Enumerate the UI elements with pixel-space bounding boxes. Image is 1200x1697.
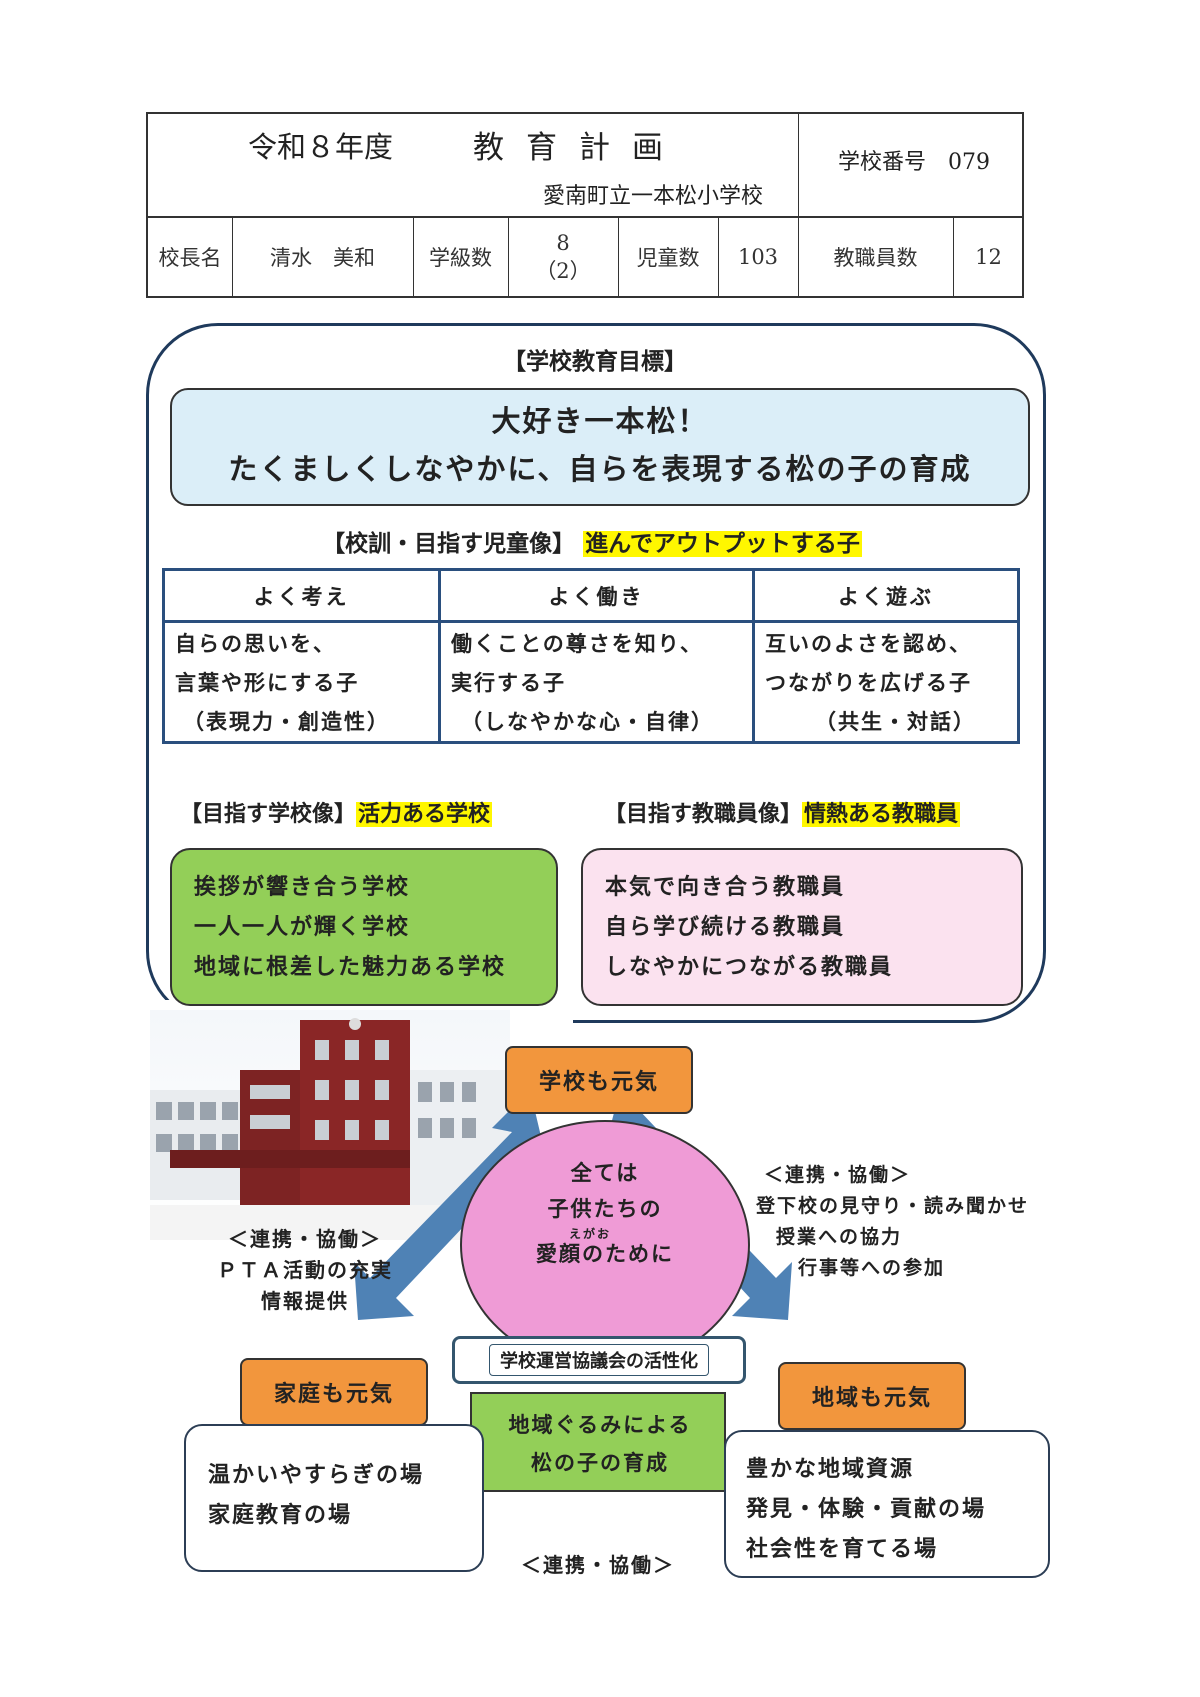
bottom-link-title: ＜連携・協働＞ xyxy=(521,1553,675,1577)
staff-image-heading-row: 【目指す教職員像】情熱ある教職員 xyxy=(604,796,961,828)
school-image-item: 挨拶が響き合う学校 xyxy=(194,875,411,900)
left-link-title: ＜連携・協働＞ xyxy=(228,1227,382,1251)
motto-col-line: （共生・対話） xyxy=(815,710,976,734)
school-image-heading-row: 【目指す学校像】活力ある学校 xyxy=(180,796,493,828)
classes-cell: 8 （2） xyxy=(508,216,618,298)
center-line-2: 子供たちの xyxy=(547,1197,663,1221)
right-link-3: 行事等への参加 xyxy=(798,1257,946,1279)
school-image-box: 挨拶が響き合う学校 一人一人が輝く学校 地域に根差した魅力ある学校 xyxy=(170,848,558,1006)
green-line-2: 松の子の育成 xyxy=(531,1451,669,1475)
staff-image-item: 本気で向き合う教職員 xyxy=(605,875,846,900)
arrow-school-home xyxy=(354,1090,548,1320)
home-list: 温かいやすらぎの場 家庭教育の場 xyxy=(208,1456,424,1536)
classes-special: （2） xyxy=(535,259,591,283)
staff-image-item: 自ら学び続ける教職員 xyxy=(605,915,846,940)
staff-image-item: しなやかにつながる教職員 xyxy=(605,955,894,980)
cell-divider xyxy=(953,216,954,298)
school-image-item: 一人一人が輝く学校 xyxy=(194,915,411,940)
community-item: 社会性を育てる場 xyxy=(746,1537,939,1562)
right-link-2: 授業への協力 xyxy=(776,1226,903,1248)
students-value: 103 xyxy=(737,245,779,269)
table-divider xyxy=(438,571,441,741)
motto-col-line: 自らの思いを、 xyxy=(175,632,336,656)
school-number: 学校番号 079 xyxy=(838,150,990,175)
classes-label: 学級数 xyxy=(429,246,492,270)
plan-title: 教育計画 xyxy=(473,130,685,166)
motto-col-line: 働くことの尊さを知り、 xyxy=(451,632,703,656)
cell-divider xyxy=(718,216,719,298)
table-divider xyxy=(752,571,755,741)
community-genki-box: 地域も元気 xyxy=(778,1362,966,1430)
cell-divider xyxy=(413,216,414,298)
goal-line-1: 大好き一本松！ xyxy=(491,404,709,438)
goal-box: 大好き一本松！ たくましくしなやかに、自らを表現する松の子の育成 xyxy=(170,388,1030,506)
cell-divider xyxy=(798,216,799,298)
motto-col-line: （表現力・創造性） xyxy=(183,710,390,734)
community-growth-box: 地域ぐるみによる 松の子の育成 xyxy=(470,1392,726,1492)
center-ruby: えがお xyxy=(568,1227,611,1241)
right-link-title: ＜連携・協働＞ xyxy=(764,1164,912,1186)
council-box: 学校運営協議会の活性化 xyxy=(452,1336,746,1384)
school-name: 愛南町立一本松小学校 xyxy=(543,184,764,209)
motto-table: よく考え よく働き よく遊ぶ 自らの思いを、 言葉や形にする子 （表現力・創造性… xyxy=(162,568,1020,744)
left-link-2: 情報提供 xyxy=(261,1289,349,1313)
home-item: 家庭教育の場 xyxy=(208,1503,353,1528)
header-table: 令和８年度 教育計画 愛南町立一本松小学校 学校番号 079 校長名 清水 美和… xyxy=(146,112,1024,298)
goal-heading: 【学校教育目標】 xyxy=(503,349,687,375)
staff-image-highlight: 情熱ある教職員 xyxy=(802,802,961,827)
table-header-divider xyxy=(165,620,1017,623)
school-image-item: 地域に根差した魅力ある学校 xyxy=(194,955,507,980)
center-circle xyxy=(460,1120,750,1370)
cell-divider xyxy=(508,216,509,298)
home-item: 温かいやすらぎの場 xyxy=(208,1463,425,1488)
green-line-1: 地域ぐるみによる xyxy=(508,1413,692,1437)
motto-col-title: よく働き xyxy=(548,585,645,609)
staff-image-list: 本気で向き合う教職員 自ら学び続ける教職員 しなやかにつながる教職員 xyxy=(605,868,893,988)
community-box: 豊かな地域資源 発見・体験・貢献の場 社会性を育てる場 xyxy=(724,1430,1050,1578)
motto-col-line: （しなやかな心・自律） xyxy=(461,710,714,734)
left-link-1: ＰＴＡ活動の充実 xyxy=(217,1258,393,1282)
header-divider xyxy=(798,114,799,216)
school-genki-box: 学校も元気 xyxy=(505,1046,693,1114)
school-image-highlight: 活力ある学校 xyxy=(356,802,493,827)
staff-image-heading: 【目指す教職員像】 xyxy=(604,802,803,827)
community-list: 豊かな地域資源 発見・体験・貢献の場 社会性を育てる場 xyxy=(746,1450,986,1570)
home-box: 温かいやすらぎの場 家庭教育の場 xyxy=(184,1424,484,1572)
staff-image-box: 本気で向き合う教職員 自ら学び続ける教職員 しなやかにつながる教職員 xyxy=(581,848,1023,1006)
left-link-text: ＜連携・協働＞ ＰＴＡ活動の充実 情報提供 xyxy=(200,1224,410,1317)
motto-col-line: 言葉や形にする子 xyxy=(175,671,360,695)
community-growth-text: 地域ぐるみによる 松の子の育成 xyxy=(472,1406,728,1482)
motto-heading-row: 【校訓・目指す児童像】 進んでアウトプットする子 xyxy=(282,524,902,558)
center-line-1: 全ては xyxy=(570,1161,640,1185)
home-genki-box: 家庭も元気 xyxy=(240,1358,428,1426)
school-image-list: 挨拶が響き合う学校 一人一人が輝く学校 地域に根差した魅力ある学校 xyxy=(194,868,506,988)
right-link-text: ＜連携・協働＞ 登下校の見守り・読み聞かせ 授業への協力 行事等への参加 xyxy=(756,1160,1046,1284)
center-line-3: 愛顔のために xyxy=(536,1242,674,1266)
motto-col-line: つながりを広げる子 xyxy=(765,671,972,695)
motto-col-title: よく考え xyxy=(253,585,350,609)
plan-year: 令和８年度 xyxy=(248,130,394,164)
center-text: 全ては 子供たちの えがお 愛顔のために xyxy=(460,1155,750,1267)
community-item: 豊かな地域資源 xyxy=(746,1457,915,1482)
cell-divider xyxy=(232,216,233,298)
students-label: 児童数 xyxy=(636,246,700,270)
school-image-heading: 【目指す学校像】 xyxy=(180,802,357,827)
staff-value: 12 xyxy=(975,245,1002,269)
right-link-1: 登下校の見守り・読み聞かせ xyxy=(756,1195,1030,1217)
principal-label: 校長名 xyxy=(158,246,222,270)
motto-heading: 【校訓・目指す児童像】 xyxy=(322,531,576,557)
motto-col-title: よく遊ぶ xyxy=(838,585,934,609)
community-item: 発見・体験・貢献の場 xyxy=(746,1497,987,1522)
goal-line-2: たくましくしなやかに、自らを表現する松の子の育成 xyxy=(228,452,972,486)
cell-divider xyxy=(618,216,619,298)
header-row-title xyxy=(148,114,1022,218)
motto-col-line: 実行する子 xyxy=(451,671,566,695)
principal-name: 清水 美和 xyxy=(270,246,375,270)
classes-value: 8 xyxy=(556,231,570,255)
motto-col-line: 互いのよさを認め、 xyxy=(765,632,972,656)
staff-label: 教職員数 xyxy=(833,246,918,270)
motto-highlight: 進んでアウトプットする子 xyxy=(583,531,862,557)
council-label: 学校運営協議会の活性化 xyxy=(489,1344,709,1376)
